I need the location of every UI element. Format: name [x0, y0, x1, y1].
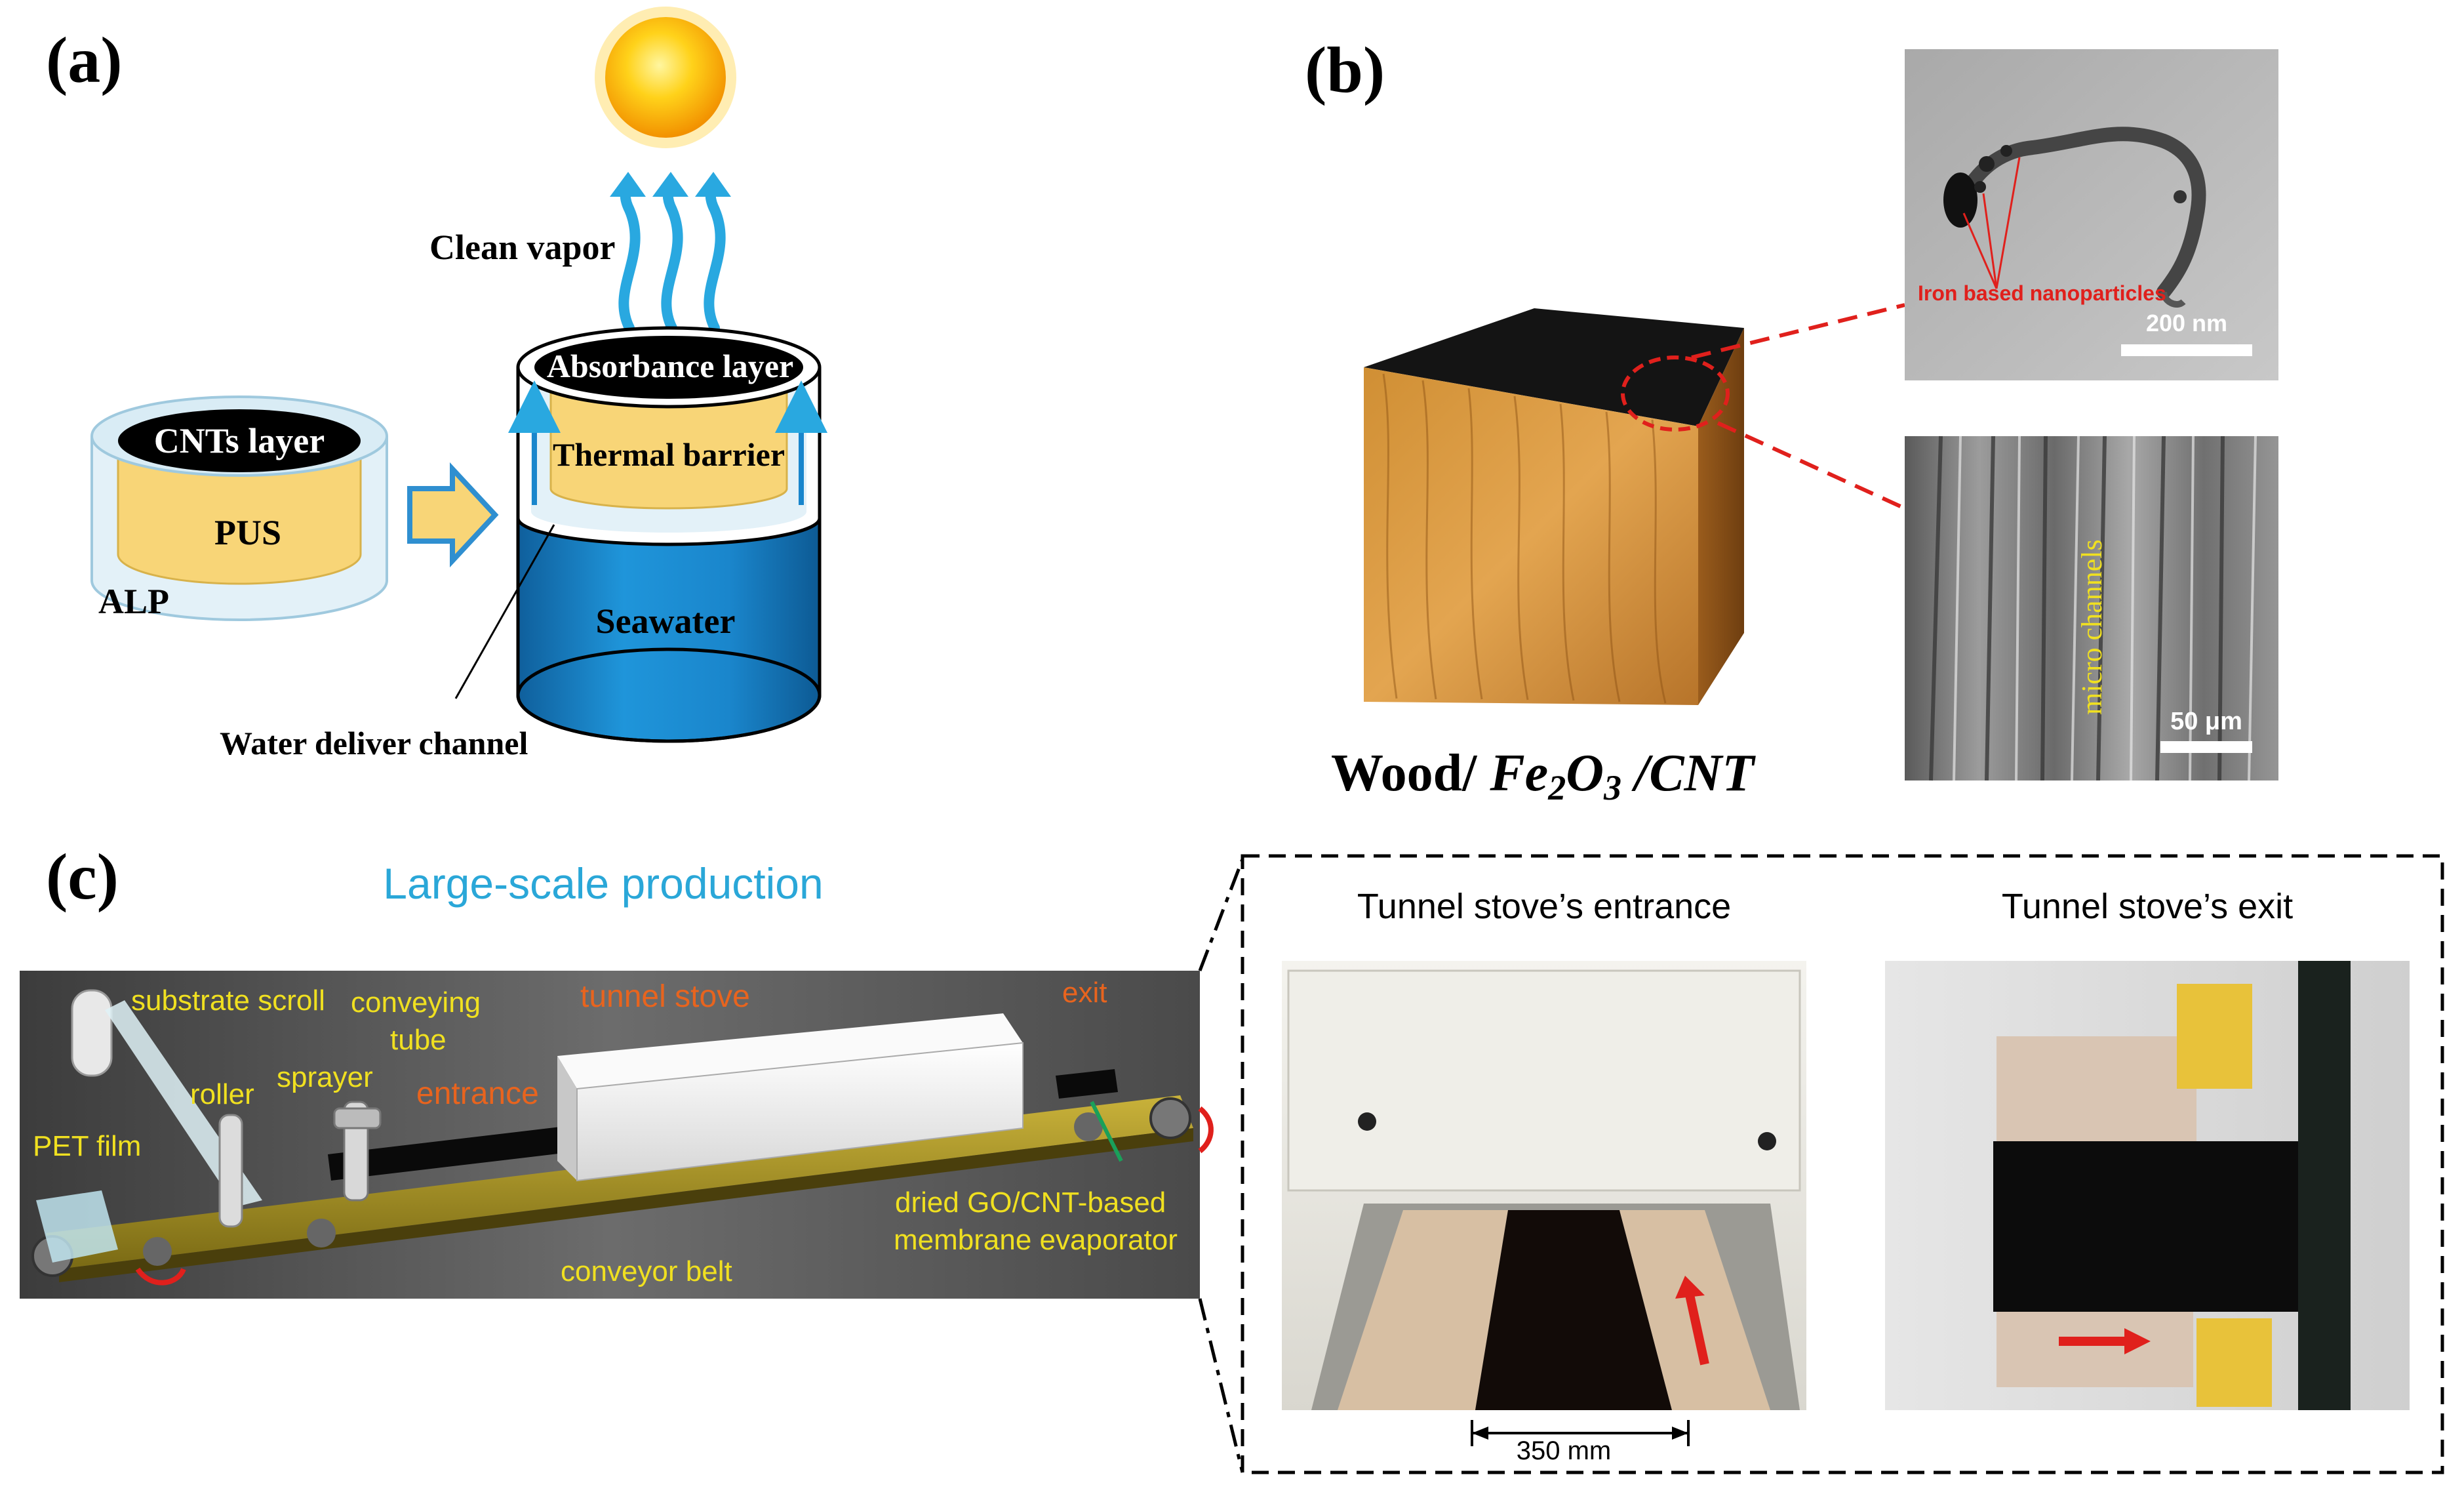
- cnts-cylinder: CNTs layer PUS ALP: [90, 395, 388, 621]
- entrance-label: entrance: [416, 1076, 539, 1111]
- sprayer-label: sprayer: [277, 1061, 373, 1093]
- photo-frame: [1241, 854, 2444, 1474]
- sprayer: [333, 1101, 382, 1202]
- dimension-label: 350 mm: [1517, 1436, 1612, 1465]
- product-label-1: dried GO/CNT-based: [895, 1186, 1166, 1219]
- water-channel-label: Water deliver channel: [220, 725, 528, 761]
- cnts-layer-label: CNTs layer: [154, 421, 325, 460]
- product-label-2: membrane evaporator: [894, 1224, 1178, 1256]
- sem-scale-label: 50 μm: [2170, 708, 2242, 735]
- thermal-barrier-label: Thermal barrier: [553, 436, 785, 473]
- roller-label: roller: [190, 1078, 254, 1110]
- photo-exit-title: Tunnel stove’s exit: [2002, 887, 2293, 926]
- panel-c: (c) Large-scale production: [20, 840, 2444, 1474]
- tem-annotation: Iron based nanoparticles: [1918, 281, 2166, 305]
- zoom-connector-top: [1198, 859, 1244, 971]
- tem-scale-label: 200 nm: [2146, 310, 2227, 336]
- exit-label: exit: [1062, 977, 1107, 1009]
- zoom-connector-bottom: [1198, 1298, 1244, 1473]
- alp-label: ALP: [98, 582, 169, 621]
- photo-entrance-title: Tunnel stove’s entrance: [1357, 887, 1731, 926]
- panel-c-label: (c): [46, 840, 119, 913]
- panel-c-title: Large-scale production: [383, 859, 823, 908]
- sem-image: micro channels 50 μm: [1905, 436, 2278, 781]
- tunnel-stove: [557, 1013, 1023, 1182]
- product-pointer: [1090, 1101, 1123, 1162]
- sem-annotation: micro channels: [2076, 539, 2108, 715]
- substrate-scroll: [71, 989, 262, 1228]
- sun-icon: [595, 7, 736, 148]
- tunnel-stove-label: tunnel stove: [580, 979, 750, 1014]
- coated-membrane: [328, 1125, 580, 1181]
- pus-label: PUS: [214, 513, 281, 552]
- seawater-label: Seawater: [596, 601, 736, 641]
- evaporator-cylinder: Absorbance layer Thermal barrier Seawate…: [508, 326, 827, 743]
- channel-pointer: [454, 524, 555, 699]
- photo-exit: [1885, 961, 2410, 1410]
- tem-image: Iron based nanoparticles 200 nm: [1905, 49, 2278, 380]
- absorbance-layer-label: Absorbance layer: [547, 348, 793, 384]
- sem-scale-bar: [2160, 741, 2252, 753]
- dimension-marker: [1471, 1420, 1690, 1446]
- panel-b-label: (b): [1305, 33, 1385, 106]
- dried-membrane: [1056, 1069, 1118, 1099]
- tem-scale-bar: [2121, 344, 2252, 356]
- conveying-tube-label-1: conveying: [351, 986, 481, 1019]
- substrate-scroll-label: substrate scroll: [131, 984, 325, 1017]
- zoom-line-bottom: [1717, 421, 1906, 510]
- material-label: Wood/ Fe2O3 /CNT: [1331, 744, 1756, 807]
- panel-a: (a) Clean vapor CNTs layer PUS ALP: [46, 7, 827, 761]
- pet-film: [36, 1190, 118, 1263]
- panel-a-label: (a): [46, 24, 123, 96]
- vapor-arrows: [610, 172, 731, 333]
- panel-b: (b) Wood/ Fe2O3 /CNT: [1305, 33, 2278, 807]
- pet-film-label: PET film: [33, 1130, 141, 1162]
- wood-cube: [1364, 308, 1744, 705]
- conveyor-belt-label: conveyor belt: [561, 1255, 732, 1287]
- conveying-tube-label-2: tube: [390, 1024, 447, 1056]
- photo-entrance: [1282, 961, 1806, 1410]
- zoom-line-top: [1691, 303, 1905, 359]
- clean-vapor-label: Clean vapor: [429, 228, 616, 267]
- transfer-arrow-icon: [407, 462, 499, 568]
